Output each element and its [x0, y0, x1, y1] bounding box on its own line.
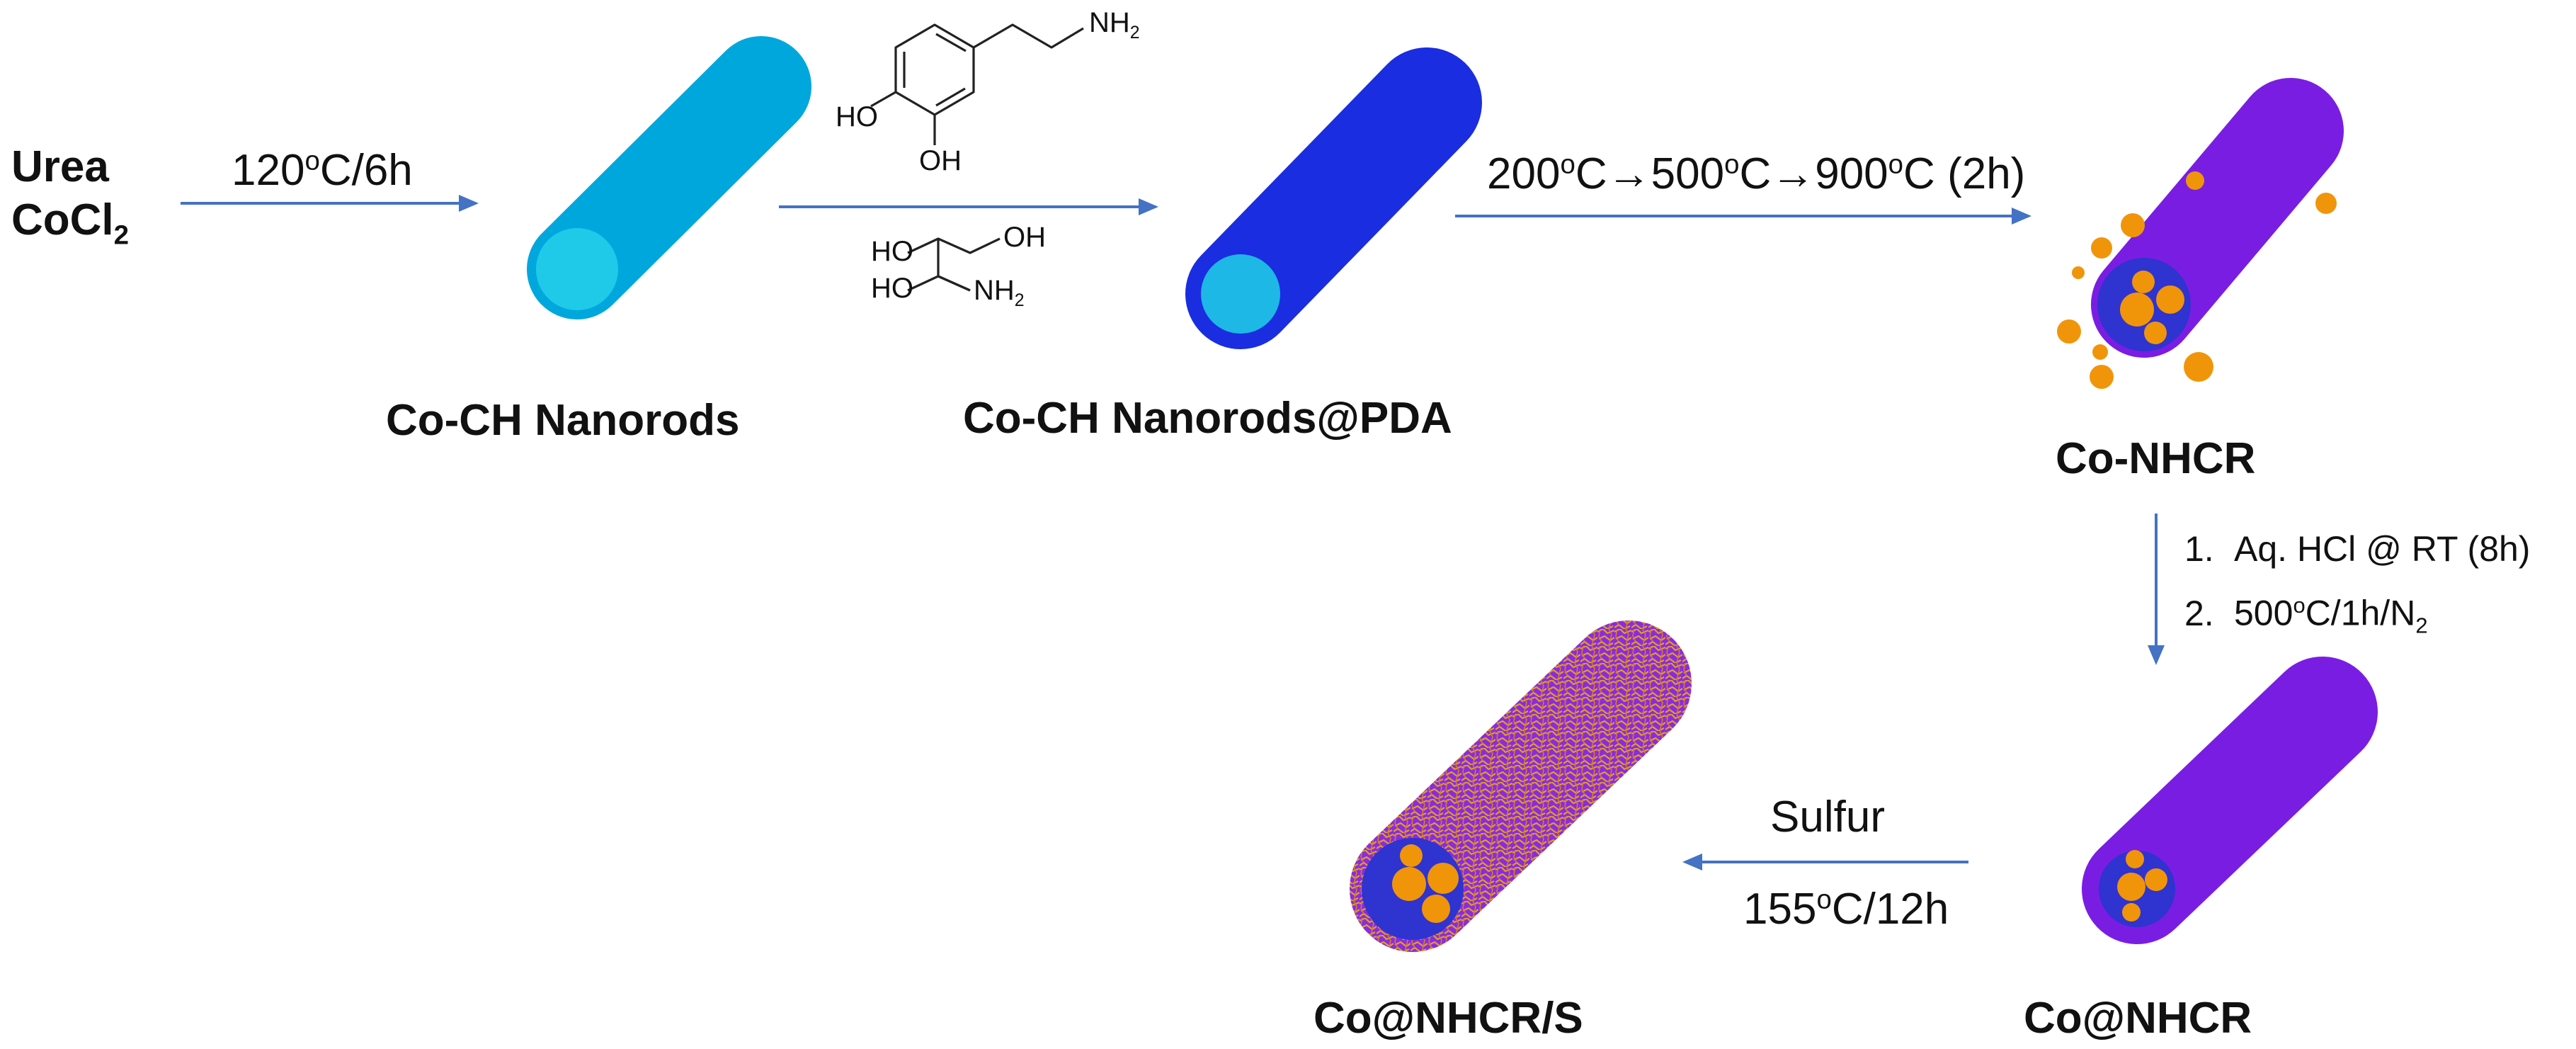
co-particle [2132, 271, 2155, 293]
step1-rest: C/6h [319, 146, 413, 195]
tris-nh2: NH2 [974, 275, 1025, 311]
step3-unit1: C [1575, 149, 1607, 198]
product-co-ch-nanorods-pda: Co-CH Nanorods@PDA [963, 394, 1452, 443]
step1-degree: o [304, 145, 320, 176]
step5-rest: C/12h [1831, 885, 1949, 934]
step4-conditions: 1. Aq. HCl @ RT (8h) 2. 500oC/1h/N2 [2184, 521, 2530, 654]
dopamine-nh2-sub: 2 [1129, 23, 1140, 42]
product-co-at-nhcr-s: Co@NHCR/S [1313, 994, 1583, 1043]
step3-deg2: o [1724, 149, 1740, 180]
co-particle-free [2091, 237, 2112, 259]
step4-item-2-mid: C/1h/N [2305, 593, 2416, 633]
dopamine-nh2: NH2 [1089, 7, 1140, 43]
co-particle-free [2315, 193, 2337, 214]
step4-item-1: 1. Aq. HCl @ RT (8h) [2184, 521, 2530, 577]
step3-deg3: o [1888, 149, 1904, 180]
step3-t3: 900 [1815, 149, 1888, 198]
co-particle-free [2121, 213, 2145, 237]
co-particle [1392, 867, 1426, 901]
reactant-cocl2-sub: 2 [113, 220, 130, 251]
co-particle-free [2184, 352, 2213, 382]
nanorod-co-at-nhcr [2082, 657, 2378, 944]
co-particle [2126, 850, 2144, 868]
reactant-urea: Urea [11, 142, 109, 191]
step4-item-2-sub: 2 [2415, 613, 2428, 638]
step4-item-1-number: 1. [2184, 529, 2214, 569]
nanorod-co-nhcr [2057, 78, 2344, 389]
step5-temp: 155 [1743, 885, 1817, 934]
step3-unit2: C [1739, 149, 1772, 198]
co-particle-free [2186, 171, 2204, 190]
dopamine-structure [870, 23, 1084, 145]
right-arrow-icon: → [1607, 149, 1651, 198]
dopamine-oh-bottom: OH [919, 145, 962, 176]
co-particle-free [2057, 319, 2081, 344]
tris-structure [907, 237, 1001, 292]
product-co-at-nhcr: Co@NHCR [2024, 994, 2252, 1043]
co-particle-free [2092, 344, 2108, 360]
nanorod-co-ch [527, 36, 811, 319]
step4-item-2-temp: 500 [2234, 593, 2293, 633]
step1-condition: 120oC/6h [232, 145, 413, 195]
step5-condition: 155oC/12h [1743, 884, 1949, 934]
co-particle-free [2090, 365, 2114, 389]
co-particle [1427, 863, 1459, 894]
reactant-cocl2: CoCl2 [11, 195, 129, 251]
product-co-nhcr: Co-NHCR [2056, 434, 2256, 483]
step5-reagent: Sulfur [1770, 793, 1885, 841]
step3-deg1: o [1560, 149, 1575, 180]
step3-t1: 200 [1487, 149, 1561, 198]
reactant-cocl2-main: CoCl [11, 195, 114, 244]
step4-item-2-number: 2. [2184, 593, 2214, 633]
co-particle [2156, 285, 2184, 314]
step3-condition: 200oC→500oC→900oC (2h) [1487, 149, 2025, 199]
nanorod-co-ch-core [536, 228, 618, 310]
co-particle [2122, 903, 2141, 922]
nanorod-co-at-nhcr-s [1350, 620, 1692, 952]
step1-temp: 120 [232, 146, 305, 195]
step5-deg: o [1816, 884, 1832, 915]
dopamine-oh-left: HO [836, 101, 878, 132]
nanorod-co-ch-pda-core [1201, 254, 1280, 334]
co-particle [1400, 844, 1423, 867]
right-arrow-icon: → [1771, 149, 1816, 198]
co-particle [2144, 322, 2167, 344]
co-particle [1422, 895, 1450, 923]
step4-item-2: 2. 500oC/1h/N2 [2184, 577, 2530, 654]
tris-nh2-main: NH [974, 275, 1015, 306]
tris-ho-bottom: HO [871, 273, 913, 304]
tris-nh2-sub: 2 [1014, 291, 1025, 310]
tris-oh-top: OH [1003, 222, 1046, 253]
co-particle [2117, 873, 2145, 901]
step3-t2: 500 [1651, 149, 1725, 198]
step4-item-1-text: Aq. HCl @ RT (8h) [2234, 529, 2531, 569]
step3-duration: (2h) [1947, 149, 2026, 198]
step3-unit3: C [1903, 149, 1935, 198]
nanorod-co-ch-pda [1185, 47, 1482, 349]
co-particle-free [2072, 266, 2085, 279]
co-particle [2120, 293, 2154, 327]
co-particle [2145, 868, 2167, 891]
dopamine-nh2-main: NH [1089, 7, 1130, 38]
step4-item-2-deg: o [2293, 593, 2306, 618]
product-co-ch-nanorods: Co-CH Nanorods [386, 396, 740, 445]
tris-ho-top: HO [871, 236, 913, 267]
